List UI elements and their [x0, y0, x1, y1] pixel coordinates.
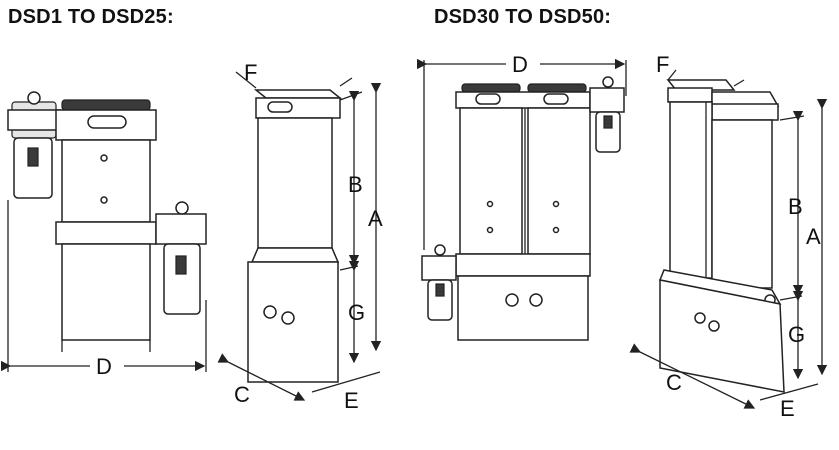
- label-d-right: D: [512, 52, 528, 77]
- label-e-right: E: [780, 396, 795, 421]
- dsd1-side-view: [217, 71, 382, 401]
- label-e-left: E: [344, 388, 359, 413]
- dsd1-front-view: [0, 91, 207, 372]
- label-b-right: B: [788, 194, 803, 219]
- title-right: DSD30 TO DSD50:: [434, 6, 612, 28]
- label-f-right: F: [656, 52, 669, 77]
- label-b-left: B: [348, 172, 363, 197]
- label-g-left: G: [348, 300, 365, 325]
- label-c-right: C: [666, 370, 682, 395]
- dsd30-side-view: [629, 69, 828, 409]
- label-d-left: D: [96, 354, 112, 379]
- label-g-right: G: [788, 322, 805, 347]
- title-left: DSD1 TO DSD25:: [8, 6, 174, 28]
- label-c-left: C: [234, 382, 250, 407]
- label-a-right: A: [806, 224, 821, 249]
- label-a-left: A: [368, 206, 383, 231]
- dsd30-front-view: [416, 58, 627, 341]
- label-f-left: F: [244, 60, 257, 85]
